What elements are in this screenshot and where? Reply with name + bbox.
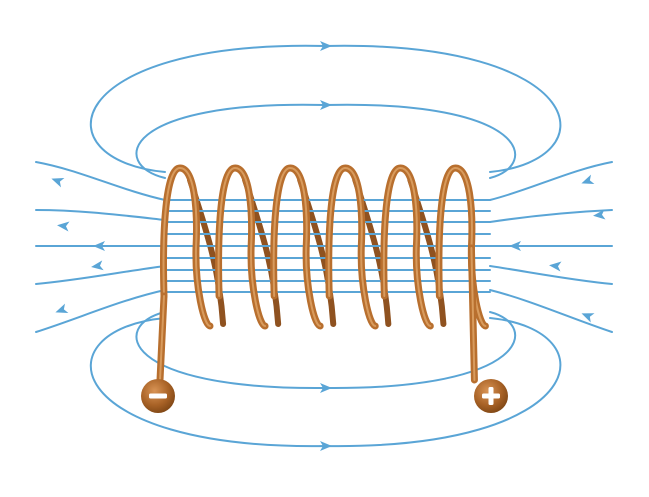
field-arrow <box>93 241 105 251</box>
field-arrow <box>320 41 332 51</box>
left-lead-highlight <box>159 295 165 381</box>
field-line <box>489 161 613 201</box>
coil-turn-highlight <box>327 167 377 327</box>
field-arrow <box>549 261 562 272</box>
field-arrow <box>51 178 65 188</box>
field-arrow <box>509 241 521 251</box>
field-arrow <box>57 221 70 232</box>
field-line <box>35 289 166 333</box>
right-lead-highlight <box>470 247 476 381</box>
field-line <box>489 265 613 285</box>
field-arrow <box>91 260 104 271</box>
field-line <box>35 265 166 285</box>
plus-icon <box>482 387 500 405</box>
field-line <box>489 209 613 223</box>
field-arrow <box>320 383 332 393</box>
field-line <box>35 161 166 201</box>
magnetic-field-lines <box>35 41 613 451</box>
field-line <box>135 311 516 390</box>
coil-leads <box>156 244 478 384</box>
field-arrow <box>593 209 606 220</box>
coil-turn-highlight <box>217 167 267 327</box>
coil-back-strands <box>187 177 447 327</box>
coil-turn-highlight <box>382 167 432 327</box>
field-line <box>35 209 166 221</box>
field-line <box>489 289 613 333</box>
field-arrow <box>581 313 595 323</box>
coil-front-strands <box>160 164 489 330</box>
coil-turn-highlight <box>162 167 211 327</box>
field-arrow <box>55 303 69 313</box>
minus-icon <box>149 393 167 399</box>
field-arrow <box>320 100 332 110</box>
positive-terminal <box>474 379 508 413</box>
coil-turn-highlight <box>272 167 322 327</box>
negative-terminal <box>141 379 175 413</box>
field-arrow <box>320 441 332 451</box>
field-line <box>89 44 562 173</box>
field-arrow <box>581 174 595 184</box>
